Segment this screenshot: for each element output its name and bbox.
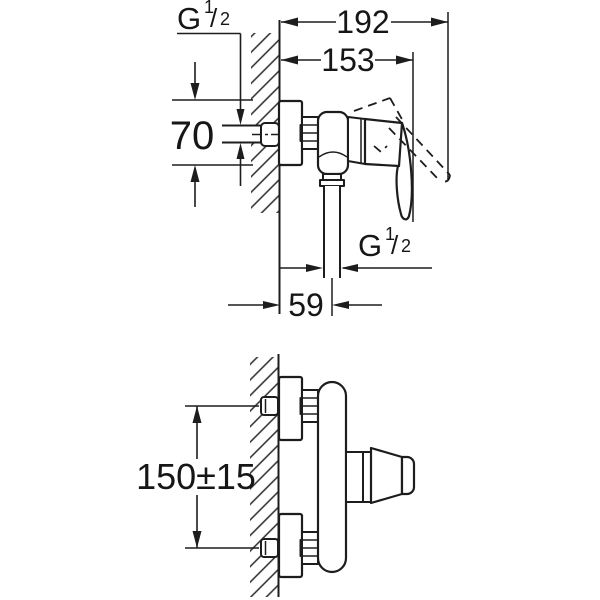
- inlet-pipe: [222, 124, 263, 144]
- dim-59-label: 59: [288, 287, 324, 323]
- arrowhead-left: [332, 301, 349, 309]
- handle-raised-dashed: [353, 97, 451, 183]
- dimension-59: 59: [228, 287, 382, 323]
- upper-connection: [260, 375, 321, 442]
- arrowhead-right: [306, 264, 323, 272]
- arrowhead-right: [431, 17, 448, 27]
- arrowhead-up: [190, 165, 200, 182]
- handle-cone-front: [369, 446, 404, 505]
- dimension-192: 192: [281, 4, 449, 180]
- union-nut-side: [299, 116, 321, 150]
- handle-ring: [362, 451, 372, 503]
- dim-150-label: 150±15: [136, 456, 256, 497]
- lower-connection: [260, 512, 321, 579]
- arrowhead-down: [192, 531, 202, 548]
- arrowhead-up: [192, 406, 202, 423]
- dimension-70: 70: [170, 62, 253, 207]
- cartridge-cap-band: [347, 116, 366, 165]
- dimension-150-15: 150±15: [136, 405, 259, 549]
- wall-flange-lower: [277, 512, 304, 579]
- handle-front: [345, 446, 416, 505]
- arrowhead-down: [236, 109, 245, 125]
- handle-end-cap: [400, 455, 416, 496]
- side-view: 192 153 70 G 1 / 2: [170, 0, 451, 323]
- wall-flange-side: [277, 99, 304, 167]
- dim-70-label: 70: [170, 114, 215, 158]
- arrowhead-right: [396, 55, 413, 65]
- g-half-inlet-text: G 1 / 2: [177, 0, 230, 36]
- arrowhead-down: [190, 83, 200, 100]
- body-parting-line: [318, 151, 348, 158]
- thread-label-outlet: G 1 / 2: [280, 224, 432, 272]
- thread-label-inlet: G 1 / 2: [177, 0, 245, 186]
- dimension-153: 153: [281, 42, 414, 222]
- outlet-collar: [319, 179, 345, 187]
- arrowhead-right: [263, 301, 280, 309]
- wall-flange-upper: [277, 375, 304, 442]
- front-view: 150±15: [136, 354, 416, 597]
- arrowhead-left: [341, 264, 358, 272]
- handle-base: [345, 451, 364, 503]
- g-half-outlet-text: G 1 / 2: [358, 224, 411, 263]
- mixer-body-front: [316, 380, 348, 574]
- dim-153-label: 153: [321, 42, 374, 78]
- outlet-pipe: [323, 186, 341, 278]
- dim-192-label: 192: [336, 4, 389, 40]
- arrowhead-left: [281, 17, 298, 27]
- union-nut-lower: [299, 531, 321, 565]
- arrowhead-up: [236, 143, 245, 159]
- inlet-fitting-lower: [260, 538, 279, 558]
- union-nut-upper: [299, 389, 321, 423]
- handle-cone-side: [363, 117, 404, 168]
- arrowhead-left: [281, 55, 298, 65]
- inlet-fitting-upper: [260, 396, 279, 416]
- mixer-body-side: [316, 110, 350, 176]
